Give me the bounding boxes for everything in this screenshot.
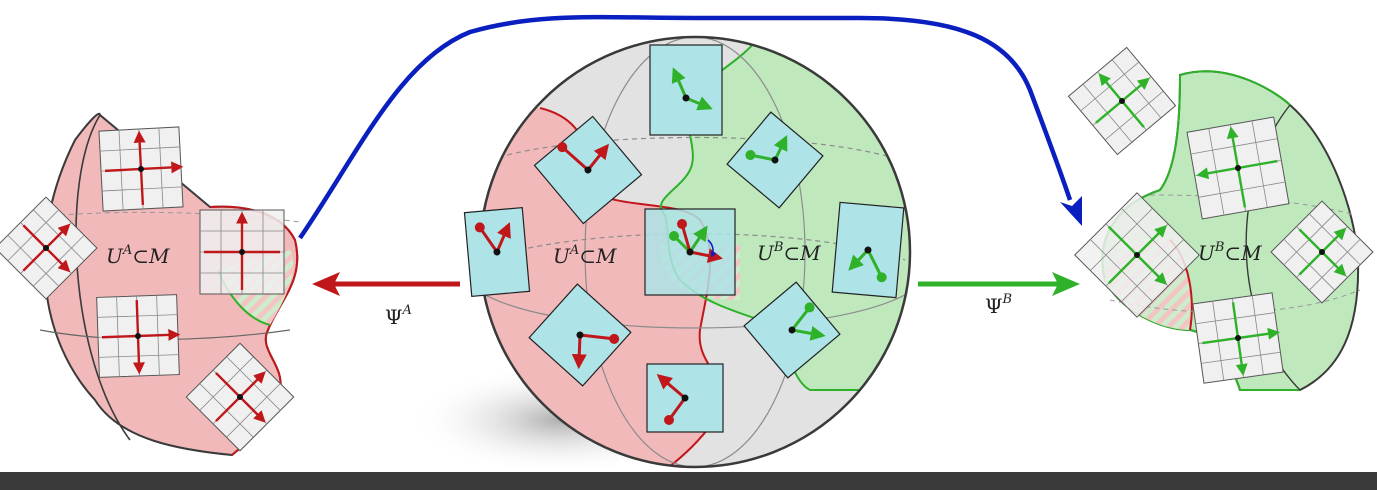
grid-tile (0, 196, 98, 300)
grid-tile (199, 209, 285, 295)
grid-tile (1192, 292, 1284, 384)
transition-arrow (298, 14, 1082, 240)
map-arrow-a (312, 272, 460, 296)
sphere-grid (480, 37, 910, 467)
bottom-bar (0, 472, 1377, 490)
center-left-label: UA⊂M (553, 243, 617, 268)
map-arrow-b (918, 272, 1080, 296)
grid-tile (185, 342, 295, 452)
chart-tile (644, 208, 736, 296)
chart-tile (743, 281, 841, 379)
grid-tile (1074, 192, 1200, 318)
grid-tile (96, 294, 181, 378)
chart-tile (533, 115, 643, 225)
left-label: UA⊂M (106, 243, 170, 268)
right-patch: UB⊂M (1067, 46, 1374, 391)
left-patch: UA⊂M (0, 112, 301, 457)
chart-tile (649, 44, 723, 136)
chart-tile (831, 201, 905, 299)
center-right-label: UB⊂M (757, 240, 821, 265)
grid-tile (1067, 46, 1177, 156)
grid-tile (1270, 200, 1374, 304)
center-region-b (660, 37, 910, 390)
chart-tile (463, 206, 531, 298)
chart-tile (646, 363, 724, 433)
chart-tile (528, 283, 632, 387)
right-label: UB⊂M (1198, 240, 1262, 265)
center-sphere: UA⊂M UB⊂M (410, 35, 912, 472)
grid-tile (98, 126, 184, 212)
map-a-label: ΨA (385, 303, 412, 329)
map-b-label: ΨB (985, 292, 1012, 318)
chart-tile (726, 111, 824, 209)
grid-tile (1186, 116, 1290, 220)
manifold-chart-diagram: UA⊂M UB⊂M (0, 14, 1374, 472)
